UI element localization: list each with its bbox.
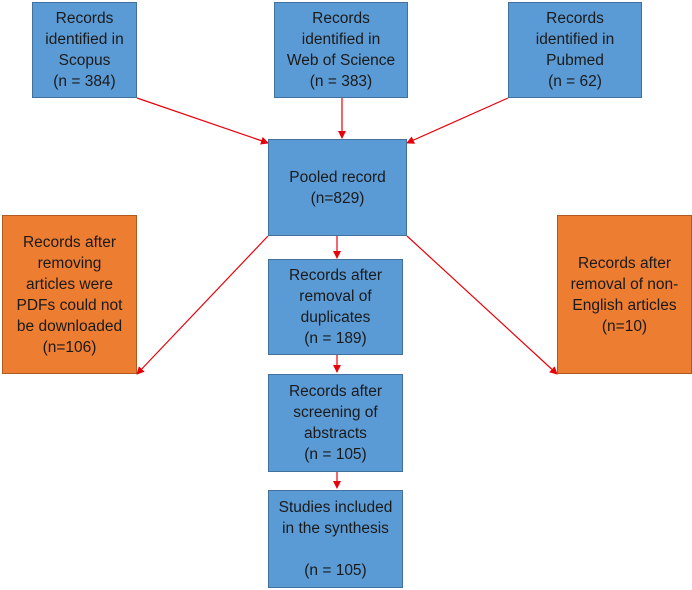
arrow-pubmed-to-pooled [406,97,509,144]
pooled-record-text: Pooled record (n=829) [289,168,386,207]
duplicates-box: Records after removal of duplicates (n =… [268,259,403,355]
non-english-text: Records after removal of non- English ar… [570,254,679,335]
pubmed-text: Records identified in Pubmed (n = 62) [535,10,615,90]
scopus-text: Records identified in Scopus (n = 384) [45,10,124,90]
included-studies-box: Studies included in the synthesis (n = 1… [268,490,403,588]
arrow-scopus-to-pooled [136,97,269,145]
abstracts-box: Records after screening of abstracts (n … [268,374,403,472]
scopus-box: Records identified in Scopus (n = 384) [32,2,137,98]
arrow-pooled-to-non-english [406,235,558,375]
pubmed-box: Records identified in Pubmed (n = 62) [508,2,642,98]
non-english-box: Records after removal of non- English ar… [557,215,692,374]
arrow-pooled-to-pdf-excluded [136,235,269,375]
pooled-record-box: Pooled record (n=829) [268,139,407,236]
abstracts-text: Records after screening of abstracts (n … [288,383,383,463]
pdf-excluded-box: Records after removing articles were PDF… [2,215,137,374]
duplicates-text: Records after removal of duplicates (n =… [288,267,383,347]
pdf-excluded-text: Records after removing articles were PDF… [16,233,123,356]
web-of-science-box: Records identified in Web of Science (n … [274,2,408,98]
web-of-science-text: Records identified in Web of Science (n … [286,10,396,90]
included-studies-text: Studies included in the synthesis (n = 1… [278,499,393,579]
